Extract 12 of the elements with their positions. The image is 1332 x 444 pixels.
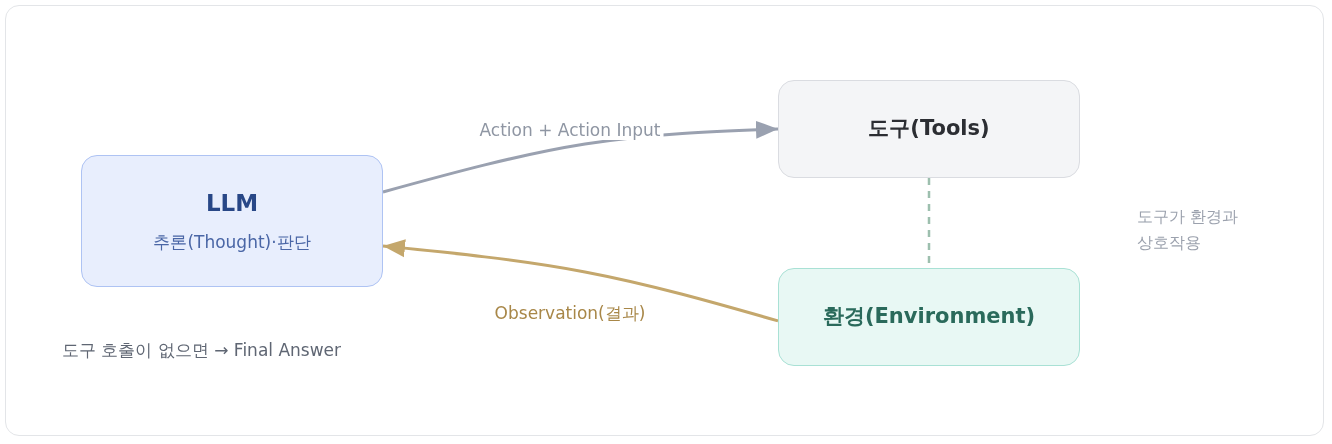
edge-label: Action + Action Input — [476, 120, 664, 140]
note-text: 도구가 환경과 상호작용 — [1137, 206, 1240, 254]
process-box — [81, 155, 383, 287]
node-title: LLM — [205, 190, 259, 218]
arrow — [382, 239, 779, 323]
process-box — [778, 268, 1080, 366]
process-box — [778, 80, 1080, 178]
arrow — [382, 120, 779, 194]
node-subtitle: 추론(Thought)·판단 — [153, 231, 311, 252]
node-title: 환경(Environment) — [822, 304, 1036, 330]
node-title: 도구(Tools) — [868, 116, 990, 142]
note-text: 도구 호출이 없으면 → Final Answer — [62, 339, 343, 362]
